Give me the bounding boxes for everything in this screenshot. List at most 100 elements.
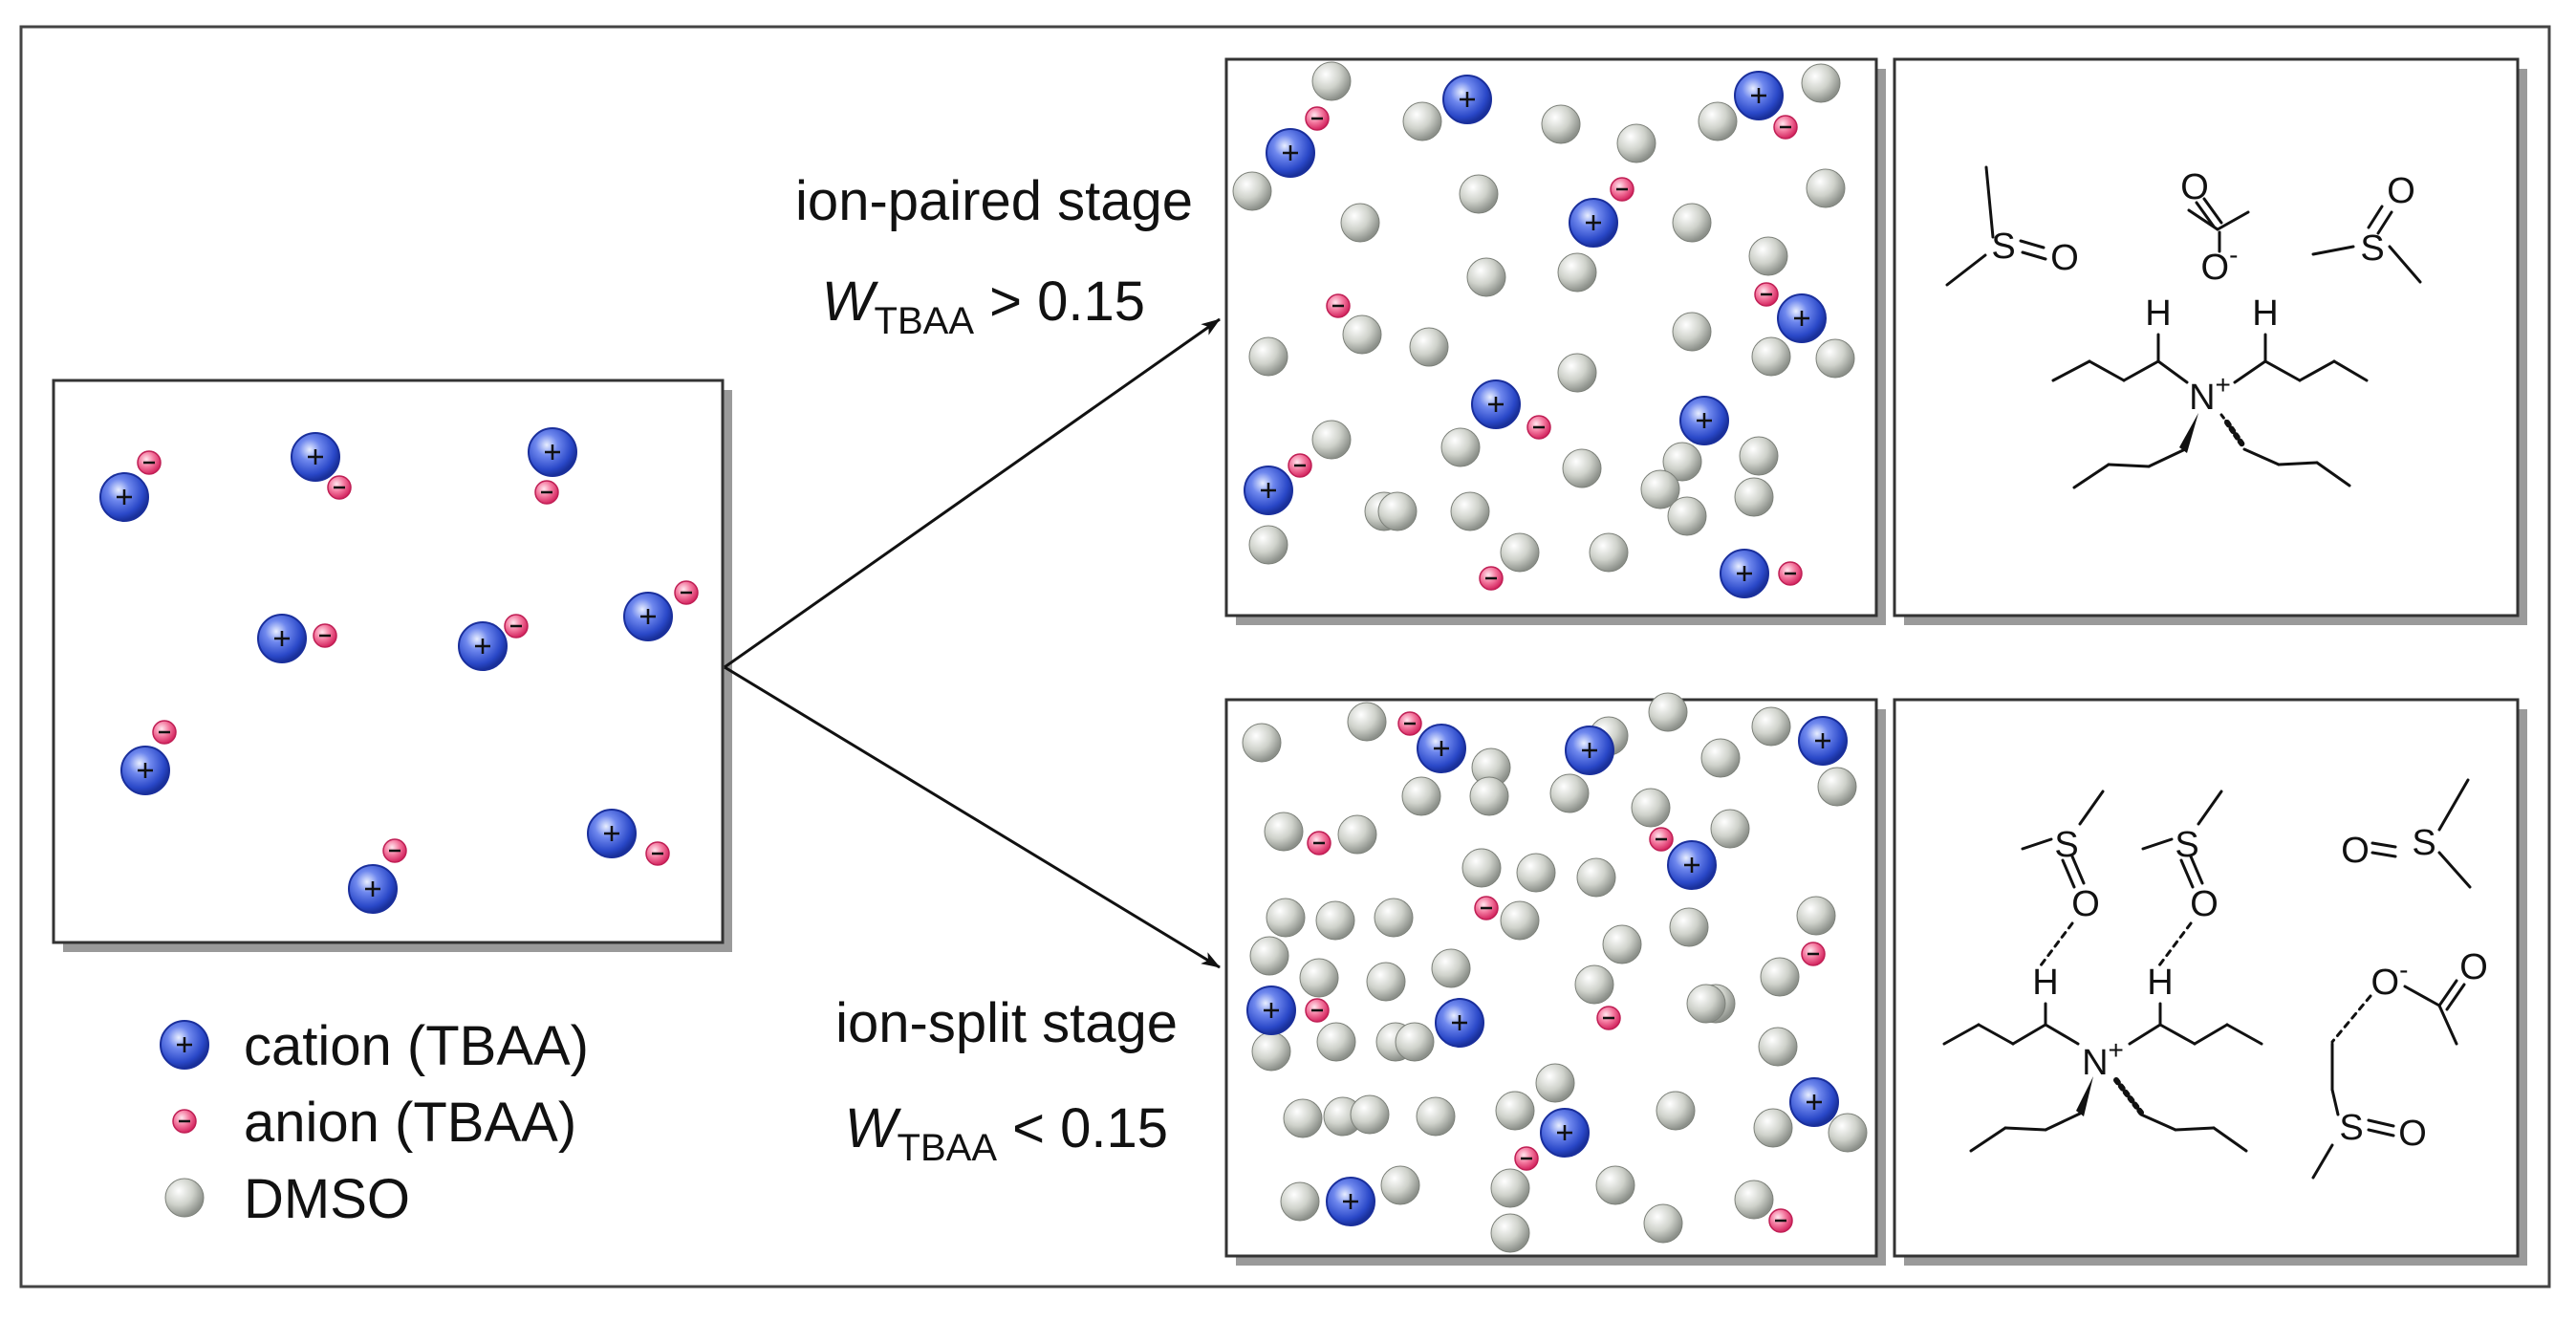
dmso-particle <box>1431 948 1471 988</box>
anion-particle <box>382 838 407 863</box>
dmso-particle <box>1350 1094 1390 1135</box>
anion-particle <box>313 623 337 648</box>
dmso-particle <box>1589 532 1629 573</box>
anion-particle <box>1474 896 1499 920</box>
cation-particle <box>1569 198 1618 248</box>
cation-particle <box>623 592 673 641</box>
dmso-particle <box>1806 168 1846 208</box>
anion-particle <box>1768 1208 1793 1233</box>
dmso-particle <box>1760 957 1800 997</box>
anion-particle <box>1778 561 1803 586</box>
anion-particle <box>534 480 559 505</box>
dmso-particle <box>1283 1098 1323 1138</box>
dmso-particle <box>1232 171 1272 211</box>
dmso-particle <box>1366 962 1406 1002</box>
anion-particle <box>152 720 177 745</box>
paired-dmso2-s: S <box>2360 228 2384 269</box>
anion-particle <box>1288 453 1312 478</box>
anion-particle <box>1610 177 1634 202</box>
cation-particle <box>1720 549 1769 598</box>
dmso-particle <box>1342 314 1382 355</box>
dmso-particle <box>1739 436 1779 476</box>
dmso-particle <box>1758 1027 1798 1067</box>
anion-particle <box>172 1109 197 1134</box>
split-n-plus: N+ <box>2082 1035 2124 1083</box>
dmso-particle <box>1667 496 1707 536</box>
cation-particle <box>1246 985 1296 1035</box>
paired-dmso2-o: O <box>2387 171 2415 211</box>
dmso-particle <box>1311 61 1352 101</box>
anion-particle <box>674 580 699 605</box>
condition-label-ion-paired: WTBAA > 0.15 <box>822 271 1145 342</box>
split-acetate-o: O <box>2459 947 2488 987</box>
cation-particle <box>1417 724 1466 773</box>
dmso-particle <box>1616 123 1656 163</box>
anion-particle <box>1305 106 1330 131</box>
cation-particle <box>1471 379 1521 429</box>
dmso-particle <box>1461 848 1502 888</box>
dmso-particle <box>1402 101 1442 141</box>
cation-particle <box>1540 1108 1590 1158</box>
anion-particle <box>1326 293 1351 318</box>
anion-particle <box>137 450 162 475</box>
dmso-particle <box>1416 1096 1456 1137</box>
anion-particle <box>504 614 529 639</box>
dmso-particle <box>1377 491 1418 531</box>
dmso-particle <box>1643 1203 1683 1244</box>
dmso-particle <box>1640 469 1680 509</box>
legend-dmso-label: DMSO <box>244 1168 410 1230</box>
dmso-particle <box>1395 1022 1435 1062</box>
dmso-particle <box>1753 1108 1793 1148</box>
dmso-particle <box>1602 924 1642 964</box>
anion-particle <box>645 841 670 866</box>
dmso-particle <box>1264 812 1304 852</box>
stage-label-ion-split: ion-split stage <box>835 992 1178 1054</box>
dmso-particle <box>1541 104 1581 144</box>
dmso-particle <box>1280 1181 1320 1222</box>
dmso-particle <box>1340 203 1380 243</box>
split-h1: H <box>2032 963 2058 1003</box>
cation-particle <box>257 614 307 663</box>
dmso-particle <box>1248 336 1288 377</box>
dmso-particle <box>1698 101 1738 141</box>
dmso-particle <box>1440 427 1481 467</box>
cation-particle <box>1435 998 1484 1048</box>
dmso-particle <box>1557 353 1597 393</box>
cation-particle <box>1679 396 1729 445</box>
dmso-particle <box>1249 936 1289 976</box>
anion-particle <box>1526 415 1551 440</box>
dmso-particle <box>1490 1168 1530 1208</box>
dmso-particle <box>1266 898 1306 938</box>
cation-particle <box>120 746 170 795</box>
ion-split-particles <box>1242 692 1868 1253</box>
legend-markers <box>160 1020 209 1218</box>
dmso-particle <box>1648 692 1688 732</box>
dmso-particle <box>1347 702 1387 742</box>
dmso-particle <box>1337 814 1377 855</box>
dmso-particle <box>1815 338 1855 379</box>
dmso-particle <box>1316 1022 1356 1062</box>
anion-particle <box>1649 827 1674 852</box>
dmso-particle <box>1734 1180 1774 1220</box>
dmso-particle <box>1251 1031 1291 1072</box>
paired-dmso1-s: S <box>1991 227 2015 267</box>
dmso-particle <box>1401 776 1441 816</box>
dmso-particle <box>1450 491 1490 531</box>
dmso-particle <box>1672 203 1712 243</box>
cation-particle <box>1798 716 1848 766</box>
anion-particle <box>1801 942 1826 966</box>
cation-particle <box>1667 840 1717 890</box>
dmso-particle <box>1500 900 1540 941</box>
dmso-particle <box>1490 1213 1530 1253</box>
cation-particle <box>587 809 637 858</box>
paired-n-plus: N+ <box>2189 370 2231 418</box>
cation-particle <box>291 432 340 482</box>
split-dmso2-o: O <box>2190 884 2219 924</box>
condition-label-ion-split: WTBAA < 0.15 <box>845 1097 1168 1169</box>
anion-particle <box>327 475 352 500</box>
dmso-particle <box>1751 336 1791 377</box>
split-dmso3-o: O <box>2341 831 2370 871</box>
dmso-particle <box>1466 257 1506 297</box>
anion-particle <box>1307 831 1331 855</box>
